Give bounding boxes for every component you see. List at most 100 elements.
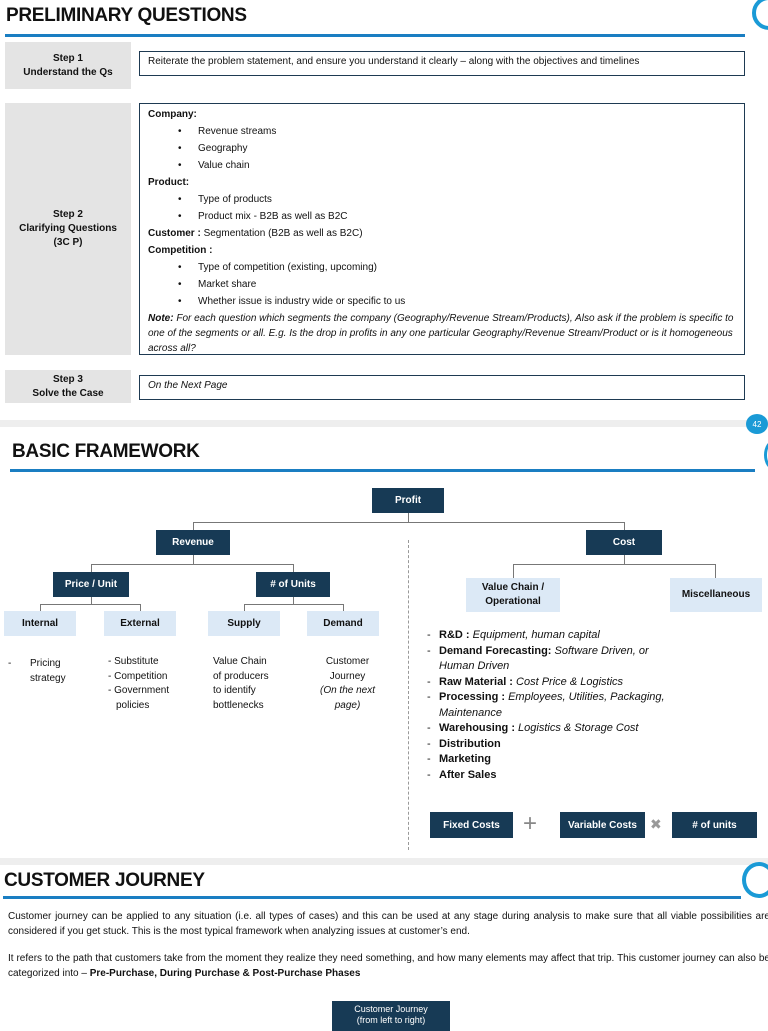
cost-item: After Sales: [427, 768, 687, 784]
node-demand: Demand: [307, 611, 379, 636]
connector: [715, 564, 716, 578]
connector: [343, 604, 344, 611]
text-line: Pricing: [30, 658, 61, 669]
node-cost: Cost: [586, 530, 662, 555]
text-line: of producers: [213, 670, 269, 682]
divider: [5, 34, 745, 37]
divider: [10, 469, 755, 472]
customer-line: Customer : Segmentation (B2B as well as …: [148, 225, 736, 242]
page-separator: [0, 858, 768, 865]
connector: [293, 597, 294, 604]
variable-costs-box: Variable Costs: [560, 812, 645, 838]
text-line: (On the next: [319, 685, 376, 696]
connector: [244, 604, 344, 605]
dashed-divider: [408, 540, 409, 850]
customer-journey-box: Customer Journey (from left to right): [332, 1001, 450, 1031]
list-item: Revenue streams: [148, 123, 736, 140]
customer-heading: Customer :: [148, 228, 201, 239]
competition-heading: Competition :: [148, 245, 213, 256]
connector: [140, 604, 141, 611]
step-name: Understand the Qs: [23, 66, 113, 78]
step-number: Step 2: [52, 209, 83, 220]
text-line: - Competition: [108, 670, 168, 682]
list-item: Market share: [148, 276, 736, 293]
customer-text: Segmentation (B2B as well as B2C): [200, 228, 363, 239]
internal-text: Pricing strategy: [30, 657, 66, 686]
text-line: to identify: [213, 685, 256, 696]
definition-paragraph: It refers to the path that customers tak…: [8, 951, 768, 981]
cost-item: Warehousing : Logistics & Storage Cost: [427, 721, 687, 737]
cost-item-detail: Cost Price & Logistics: [512, 675, 624, 688]
node-units: # of Units: [256, 572, 330, 597]
cost-item-label: Processing :: [439, 691, 506, 703]
cost-item-label: Warehousing :: [439, 722, 515, 734]
step-sub: (3C P): [53, 237, 83, 248]
connector: [244, 604, 245, 611]
node-value-chain: Value Chain / Operational: [466, 578, 560, 612]
connector: [193, 522, 625, 523]
text-line: - Substitute: [108, 656, 159, 667]
cost-item-detail: Logistics & Storage Cost: [514, 722, 639, 734]
cost-item-label: Distribution: [439, 737, 501, 750]
list-item: Value chain: [148, 157, 736, 174]
page-title: PRELIMINARY QUESTIONS: [6, 5, 247, 26]
cost-item-label: Marketing: [439, 753, 491, 765]
page-separator: [0, 420, 768, 427]
connector: [624, 522, 625, 530]
cost-item-label: Raw Material :: [439, 675, 513, 688]
connector: [193, 522, 194, 530]
text-line: strategy: [30, 672, 66, 684]
cost-item: Marketing: [427, 752, 687, 768]
list-item: Type of products: [148, 191, 736, 208]
connector: [408, 513, 409, 522]
step-name: Solve the Case: [32, 387, 104, 399]
product-heading: Product:: [148, 177, 190, 188]
list-item: Whether issue is industry wide or specif…: [148, 293, 736, 310]
text-line: - Government: [108, 685, 170, 696]
connector: [40, 604, 41, 611]
cost-item-detail: Equipment, human capital: [469, 629, 600, 641]
cost-item: R&D : Equipment, human capital: [427, 628, 687, 644]
list-item: Geography: [148, 140, 736, 157]
logo-icon: [742, 862, 768, 898]
text-line: page): [334, 699, 361, 711]
list-item: Product mix - B2B as well as B2C: [148, 208, 736, 225]
fixed-costs-box: Fixed Costs: [430, 812, 513, 838]
dash: -: [8, 658, 12, 669]
page-title: CUSTOMER JOURNEY: [4, 870, 205, 891]
company-heading: Company:: [148, 109, 197, 120]
step3-text: On the Next Page: [139, 375, 745, 400]
node-internal: Internal: [4, 611, 76, 636]
connector: [293, 564, 294, 572]
cost-item-label: After Sales: [439, 768, 497, 781]
connector: [513, 564, 716, 565]
connector: [91, 564, 92, 572]
cost-item: Raw Material : Cost Price & Logistics: [427, 675, 687, 691]
phases-text: Pre-Purchase, During Purchase & Post-Pur…: [89, 968, 361, 979]
intro-paragraph: Customer journey can be applied to any s…: [8, 911, 768, 937]
text-line: Value Chain: [213, 656, 267, 667]
connector: [91, 597, 92, 604]
node-supply: Supply: [208, 611, 280, 636]
list-item: Type of competition (existing, upcoming): [148, 259, 736, 276]
connector: [91, 564, 294, 565]
text-line: bottlenecks: [213, 699, 264, 711]
node-price-unit: Price / Unit: [53, 572, 129, 597]
logo-icon: [752, 0, 768, 30]
units-box: # of units: [672, 812, 757, 838]
node-external: External: [104, 611, 176, 636]
note-text: For each question which segments the com…: [148, 313, 734, 354]
step2-questions: Company: Revenue streamsGeographyValue c…: [139, 103, 745, 355]
divider: [3, 896, 741, 899]
logo-icon: [764, 440, 768, 470]
cost-item-detail: Employees, Utilities, Packaging, Mainten…: [439, 691, 665, 719]
plus-icon: +: [523, 810, 538, 837]
step-number: Step 3: [52, 373, 83, 385]
cost-item: Processing : Employees, Utilities, Packa…: [427, 690, 687, 721]
connector: [40, 604, 141, 605]
page-number: 42: [746, 414, 768, 434]
